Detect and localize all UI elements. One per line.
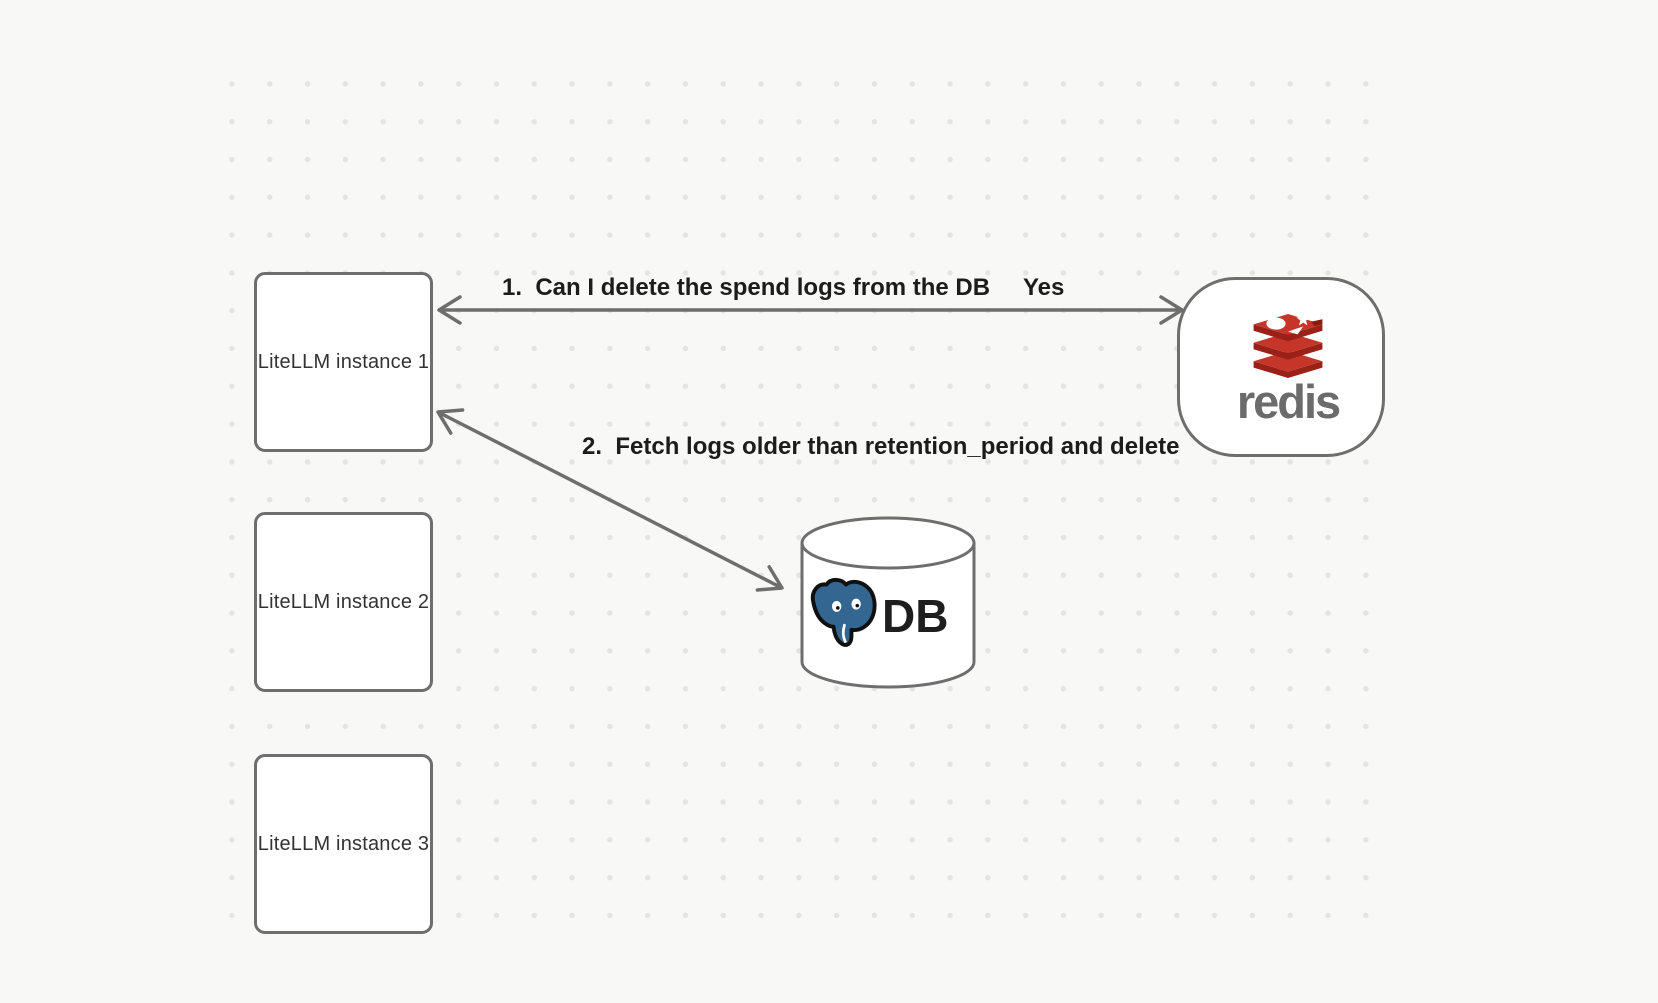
node-litellm-instance-2[interactable]: LiteLLM instance 2 [254,512,433,692]
node-redis[interactable]: redis [1177,277,1385,457]
node-litellm-instance-1[interactable]: LiteLLM instance 1 [254,272,433,452]
redis-wordmark: redis [1236,375,1341,428]
redis-stack-icon [1253,312,1323,378]
node-label: LiteLLM instance 3 [257,832,430,855]
db-label: DB [882,590,949,642]
postgresql-elephant-icon [810,577,877,647]
node-label: LiteLLM instance 2 [257,590,430,613]
node-label: LiteLLM instance 1 [257,350,430,373]
arrow-1-response-label: Yes [1023,274,1065,301]
node-database-cylinder[interactable]: DB [799,514,977,692]
cylinder-shape [800,516,976,689]
redis-logo: redis [1236,310,1341,428]
arrow-1-label: 1. Can I delete the spend logs from the … [502,274,991,301]
arrow-2-label: 2. Fetch logs older than retention_perio… [582,433,1180,460]
node-litellm-instance-3[interactable]: LiteLLM instance 3 [254,754,433,934]
